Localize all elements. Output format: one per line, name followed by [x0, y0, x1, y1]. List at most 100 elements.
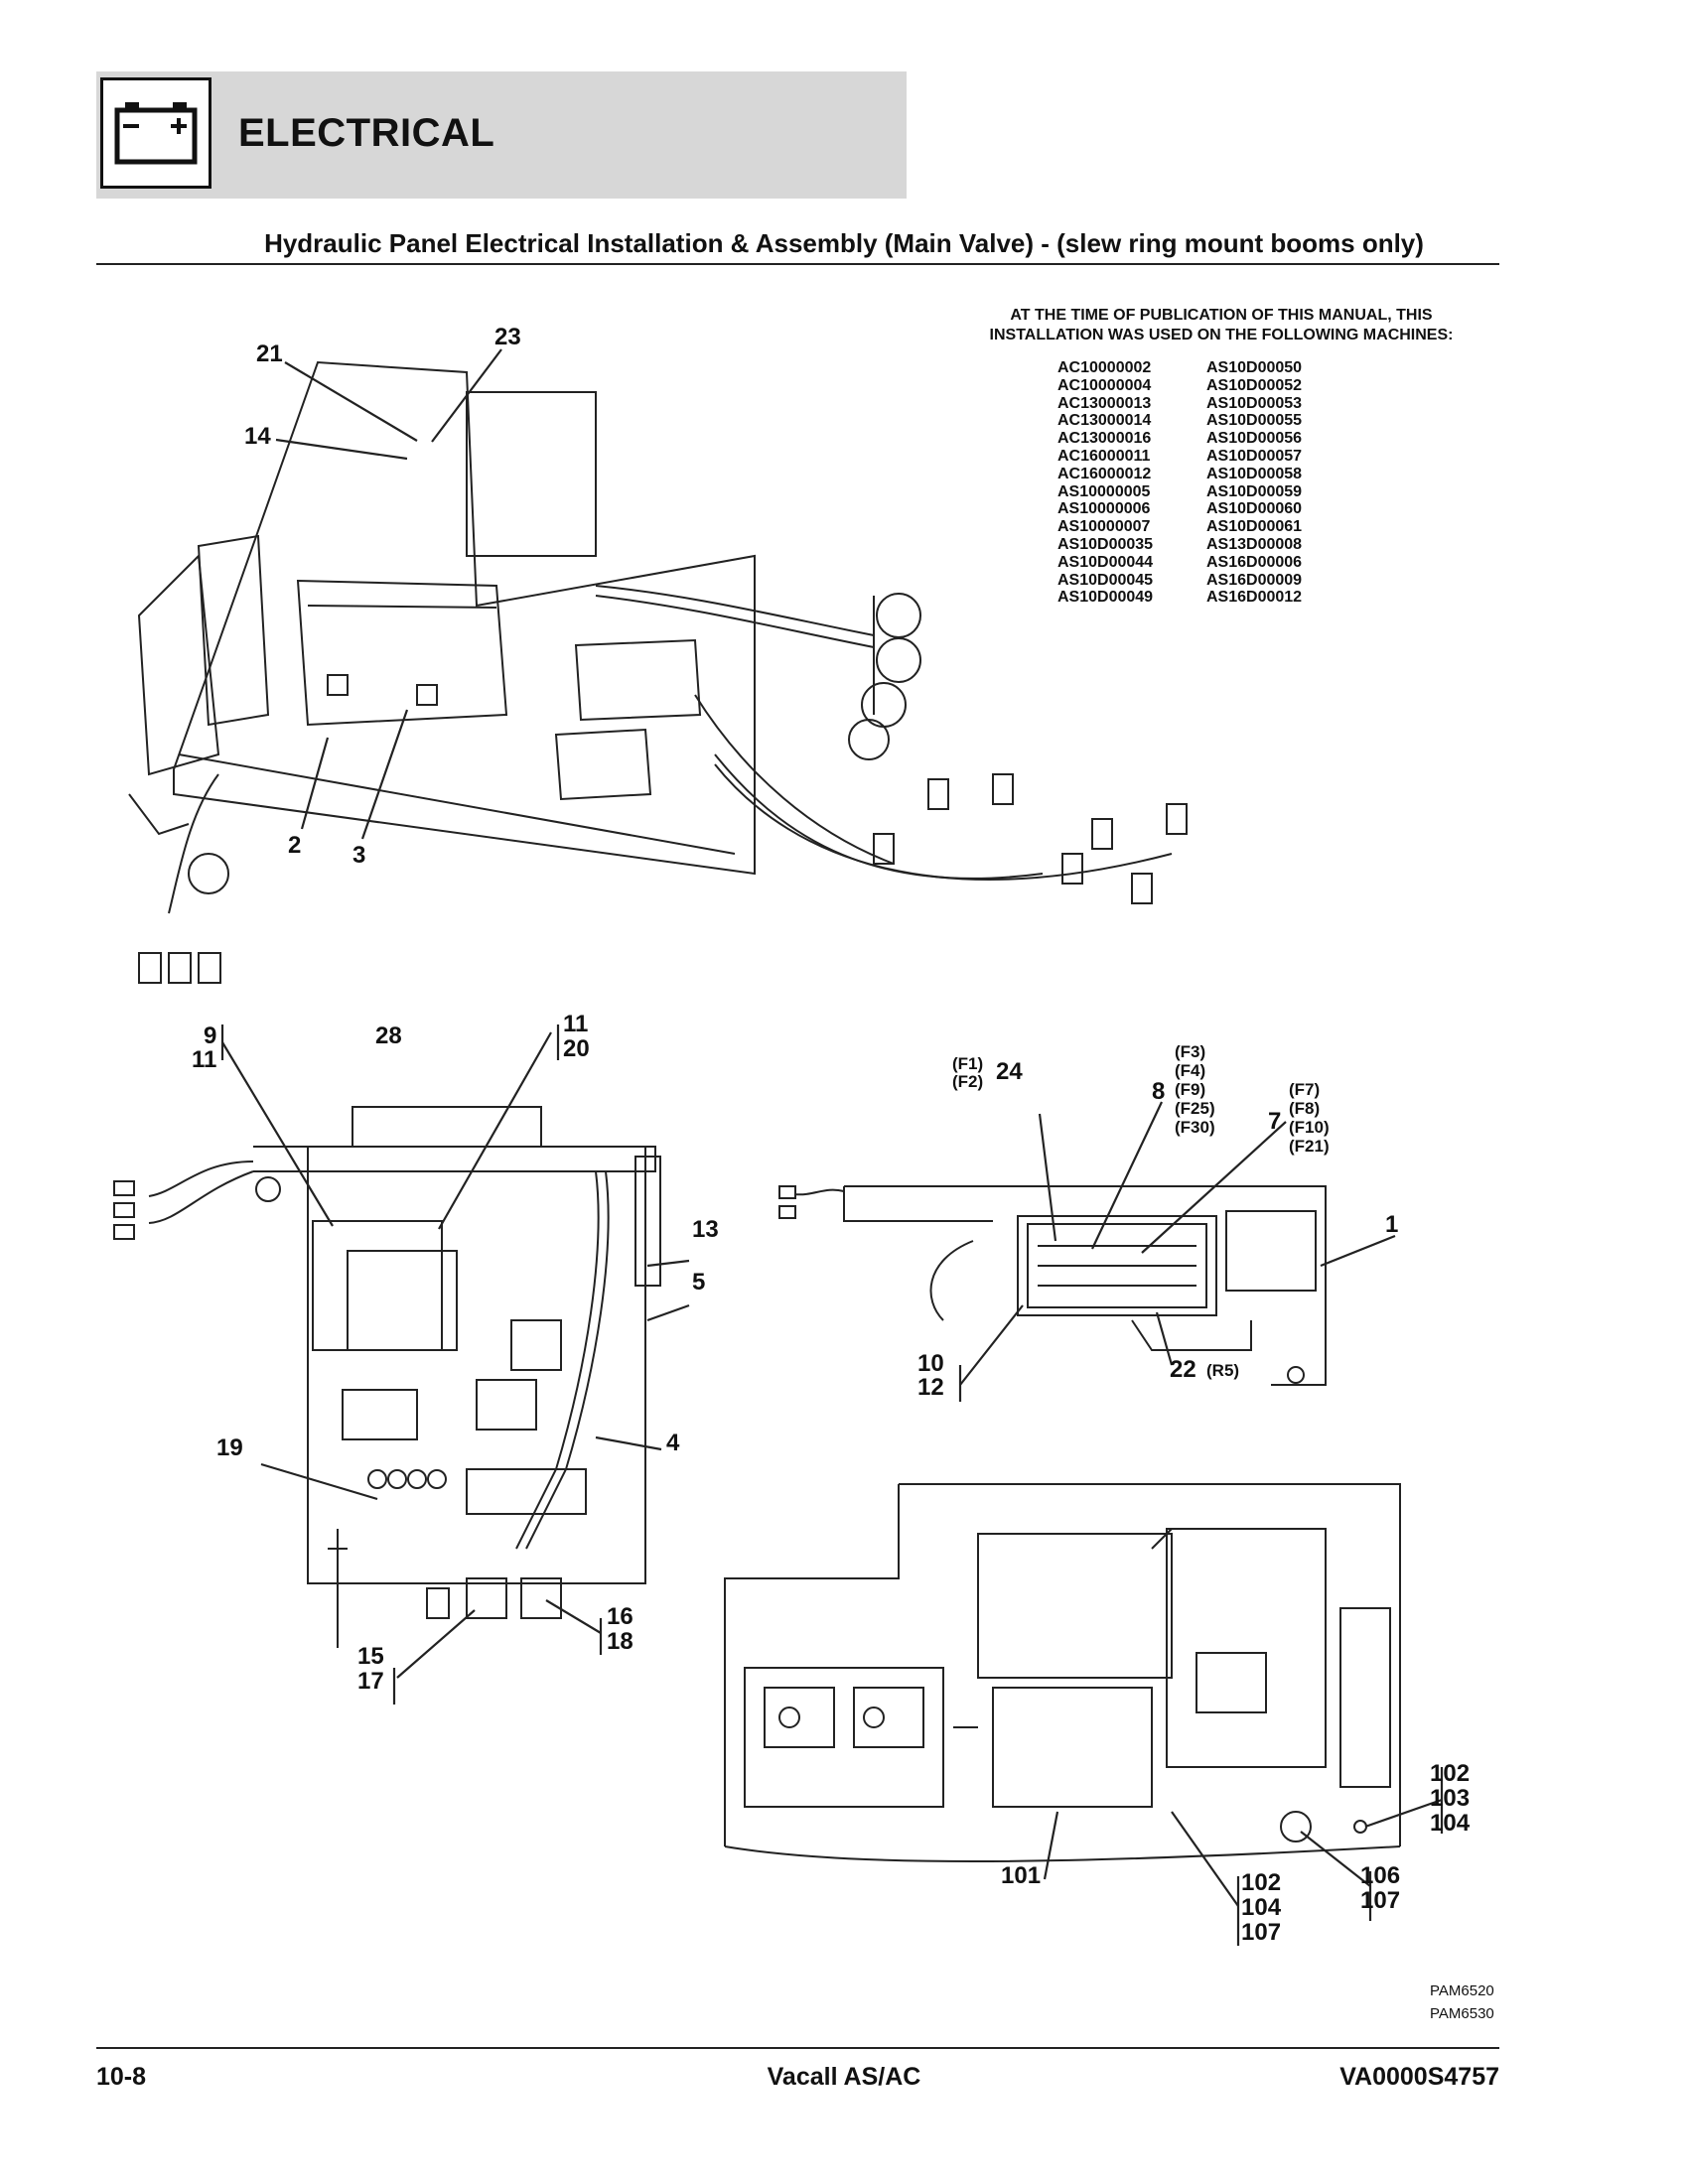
machine-row: AC16000012 AS10D00058 [1057, 466, 1302, 483]
callout-22: 22 [1170, 1356, 1196, 1383]
callout-28: 28 [375, 1023, 402, 1049]
figure-id-1: PAM6520 [1430, 1982, 1494, 1999]
section-title: ELECTRICAL [238, 111, 495, 155]
callout-14: 14 [244, 423, 271, 450]
machine-serial: AS16D00006 [1206, 553, 1303, 571]
callout-f1: (F1) [952, 1054, 984, 1073]
callout-106: 106 [1360, 1862, 1401, 1889]
callout-f9: (F9) [1175, 1080, 1206, 1099]
callout-1: 1 [1385, 1211, 1399, 1238]
callout-2: 2 [288, 832, 302, 859]
page-number: 10-8 [96, 2063, 147, 2091]
callout-f30: (F30) [1175, 1118, 1215, 1137]
page-heading: Hydraulic Panel Electrical Installation … [264, 228, 1424, 258]
machine-row: AC10000004 AS10D00052 [1057, 377, 1302, 395]
callout-f8: (F8) [1289, 1099, 1321, 1118]
figure-id-2: PAM6530 [1430, 2005, 1494, 2022]
callout-17: 17 [357, 1668, 384, 1695]
callout-107: 107 [1360, 1887, 1401, 1914]
machine-row: AS10D00035 AS13D00008 [1057, 536, 1302, 554]
callout-f10: (F10) [1289, 1118, 1330, 1137]
machine-serial: AC16000012 [1057, 465, 1152, 482]
machine-serial: AS10D00061 [1206, 518, 1303, 536]
machine-row: AC13000013 AS10D00053 [1057, 395, 1302, 413]
machine-row: AC13000014 AS10D00055 [1057, 412, 1302, 430]
publication-note-line1: AT THE TIME OF PUBLICATION OF THIS MANUA… [1010, 307, 1433, 324]
callout-leaders [220, 348, 1444, 1946]
machine-serial: AS10D00058 [1206, 465, 1303, 482]
figure-2-hydraulic-panel-front [113, 1106, 661, 1648]
callout-f4: (F4) [1175, 1061, 1206, 1080]
header-band [96, 71, 907, 199]
machine-row: AS10D00044 AS16D00006 [1057, 554, 1302, 572]
machine-serial: AS10D00053 [1206, 394, 1303, 412]
callout-18: 18 [607, 1628, 633, 1655]
machine-row: AS10000006 AS10D00060 [1057, 500, 1302, 518]
machine-row: AS10D00049 AS16D00012 [1057, 589, 1302, 607]
figure-3-fuse-panel [778, 1185, 1327, 1386]
footer-divider [96, 2047, 1499, 2049]
heading-divider [96, 263, 1499, 265]
callout-12: 12 [917, 1374, 944, 1401]
machine-serial: AC10000004 [1057, 376, 1152, 394]
machine-serial: AS10000005 [1057, 482, 1151, 500]
machine-serial: AS13D00008 [1206, 535, 1303, 553]
machine-serial: AS10D00056 [1206, 430, 1303, 448]
machine-serial: AC16000011 [1057, 447, 1151, 465]
machine-serial: AS10D00035 [1057, 535, 1154, 553]
callout-102: 102 [1430, 1760, 1471, 1787]
callout-r5: (R5) [1206, 1361, 1240, 1380]
machine-serial: AS10D00057 [1206, 447, 1303, 465]
callout-f3: (F3) [1175, 1042, 1206, 1061]
machine-serial: AS16D00009 [1206, 571, 1303, 589]
callout-21: 21 [256, 341, 283, 367]
callout-19: 19 [216, 1434, 243, 1461]
figure-1-hydraulic-panel-iso [128, 360, 1188, 984]
machine-serial: AS10D00044 [1057, 553, 1154, 571]
callout-11: 11 [192, 1046, 217, 1073]
callout-10: 10 [917, 1350, 944, 1377]
callout-f25: (F25) [1175, 1099, 1215, 1118]
machine-row: AC16000011 AS10D00057 [1057, 448, 1302, 466]
machine-serial: AC13000013 [1057, 394, 1152, 412]
machine-serial: AS10D00050 [1206, 359, 1303, 376]
callout-11-right: 11 [563, 1011, 589, 1037]
machine-serial: AS10D00049 [1057, 589, 1154, 607]
callout-8: 8 [1152, 1078, 1166, 1105]
callout-7: 7 [1268, 1108, 1282, 1135]
callout-23: 23 [494, 324, 521, 350]
machine-serial: AS10D00060 [1206, 500, 1303, 518]
machine-row: AS10D00045 AS16D00009 [1057, 572, 1302, 590]
machine-serial: AS16D00012 [1206, 589, 1303, 607]
publication-note-line2: INSTALLATION WAS USED ON THE FOLLOWING M… [989, 327, 1454, 343]
machine-serial: AS10D00055 [1206, 412, 1303, 430]
publication-note: AT THE TIME OF PUBLICATION OF THIS MANUA… [874, 306, 1569, 345]
callout-101: 101 [1001, 1862, 1042, 1889]
callout-16: 16 [607, 1603, 633, 1630]
callout-104: 104 [1430, 1810, 1471, 1837]
machine-row: AS10000007 AS10D00061 [1057, 518, 1302, 536]
callout-102-lower: 102 [1241, 1869, 1282, 1896]
manual-title: Vacall AS/AC [767, 2063, 921, 2091]
callout-f21: (F21) [1289, 1137, 1330, 1156]
machine-serial: AS10000007 [1057, 518, 1151, 536]
callout-f2: (F2) [952, 1072, 984, 1091]
callout-15: 15 [357, 1643, 384, 1670]
battery-icon [100, 77, 211, 189]
machine-serial: AS10D00045 [1057, 571, 1154, 589]
callout-24: 24 [996, 1058, 1023, 1085]
machine-serial: AS10000006 [1057, 500, 1151, 518]
callout-104-lower: 104 [1241, 1894, 1282, 1921]
callout-20: 20 [563, 1035, 590, 1062]
callout-103: 103 [1430, 1785, 1471, 1812]
callout-4: 4 [666, 1430, 680, 1456]
callout-f7: (F7) [1289, 1080, 1321, 1099]
machine-serial: AS10D00052 [1206, 376, 1303, 394]
callout-9: 9 [204, 1023, 217, 1049]
machine-serial: AC13000014 [1057, 412, 1152, 430]
